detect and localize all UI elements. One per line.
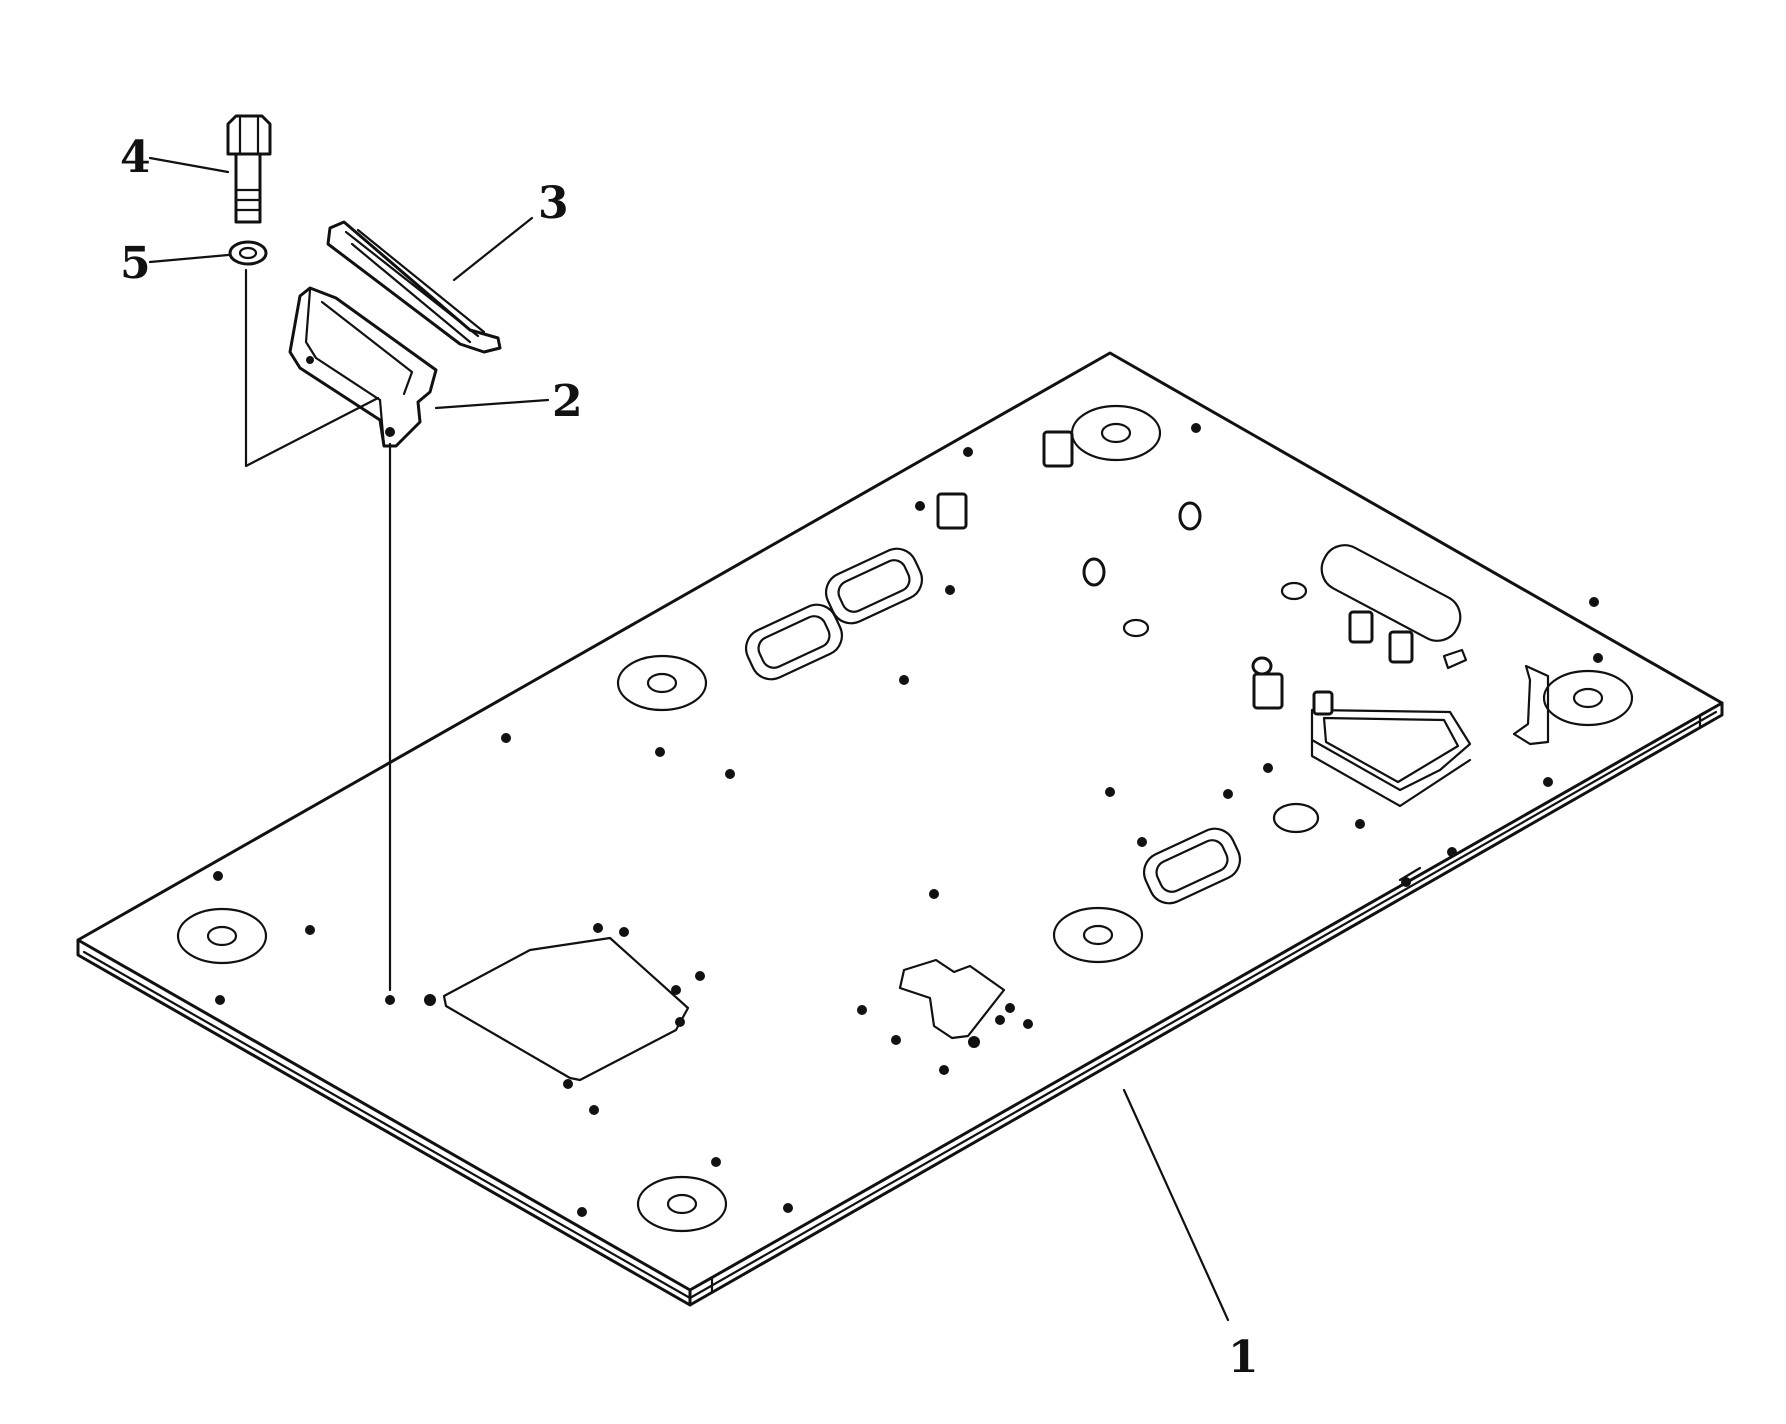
mounting-bosses <box>176 404 1634 1233</box>
studs <box>936 430 1550 834</box>
callouts: 4 5 3 2 1 <box>120 132 1259 1383</box>
pedal-pad-part <box>326 220 502 354</box>
pedal-bracket-part <box>288 286 438 448</box>
assembly-lines <box>244 268 392 992</box>
bolt-part <box>226 114 272 224</box>
callout-5: 5 <box>120 238 151 289</box>
bracket-cutout <box>898 958 1006 1040</box>
callout-3: 3 <box>538 178 569 229</box>
washer-part <box>228 240 268 266</box>
callout-1: 1 <box>1228 1332 1259 1383</box>
bolt-holes <box>213 423 1603 1217</box>
triangular-opening <box>1310 708 1472 808</box>
leader-lines <box>148 156 1230 1322</box>
access-cutout <box>442 936 690 1082</box>
rectangular-openings <box>744 544 1462 905</box>
callout-2: 2 <box>552 376 583 427</box>
floor-plate <box>76 351 1724 1307</box>
callout-4: 4 <box>120 132 151 183</box>
